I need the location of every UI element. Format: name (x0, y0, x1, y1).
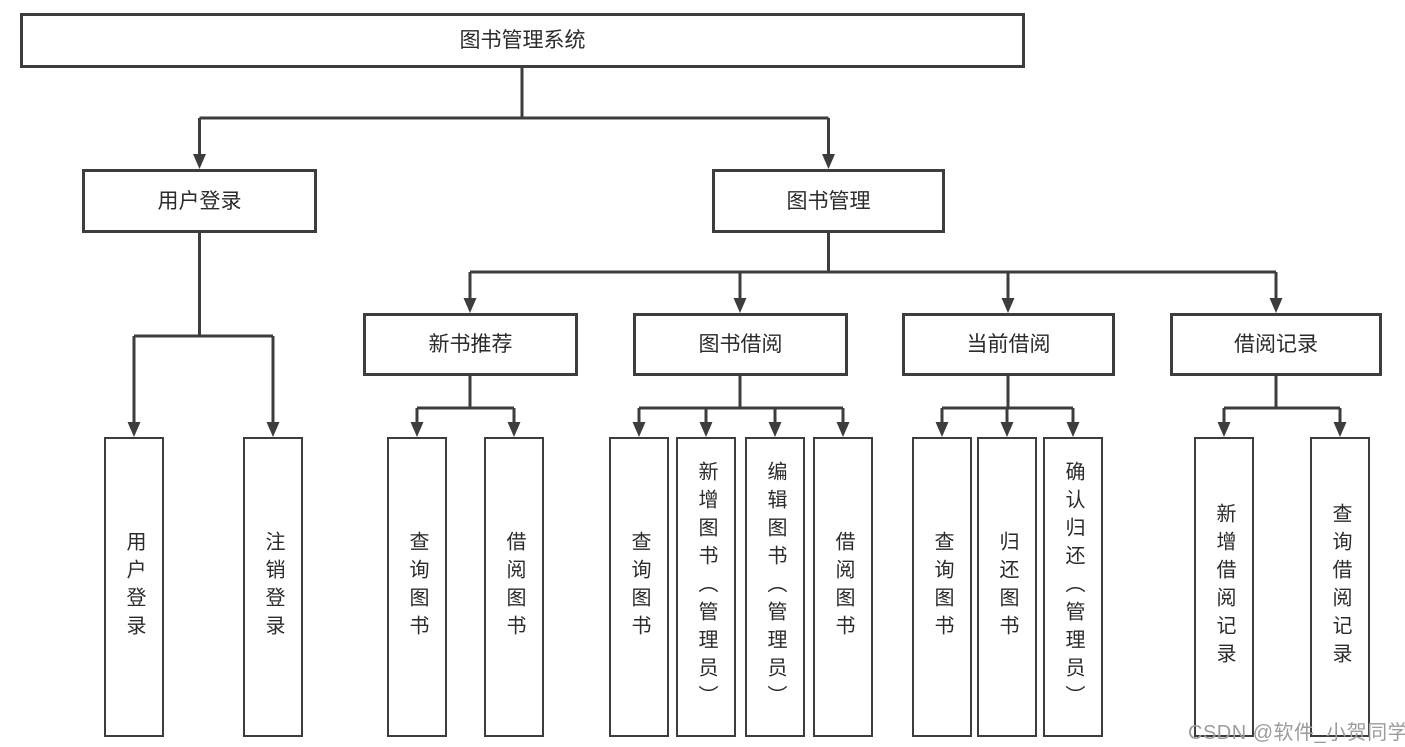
leaf-br-add-record-label: 新增借阅记录 (1213, 503, 1235, 671)
connector-book-borrow-to-leaves (632, 376, 850, 437)
leaf-cb-query-book-label: 查询图书 (931, 531, 953, 643)
arrowhead (1001, 298, 1015, 313)
leaf-bb-add-book: 新增图书（管理员） (676, 437, 736, 737)
node-current-borrow-label: 当前借阅 (966, 333, 1051, 356)
node-book-borrow: 图书借阅 (633, 313, 848, 376)
leaf-br-query-record-label: 查询借阅记录 (1329, 503, 1351, 671)
arrowhead (127, 422, 141, 437)
arrowhead (193, 154, 206, 169)
arrowhead (1000, 422, 1014, 437)
arrowhead (1333, 422, 1347, 437)
arrowhead (410, 422, 424, 437)
leaf-bb-edit-book-label: 编辑图书（管理员） (764, 461, 786, 713)
node-root-label: 图书管理系统 (459, 29, 586, 52)
arrowhead (1217, 422, 1231, 437)
leaf-cb-return-book: 归还图书 (977, 437, 1037, 737)
node-book-borrow-label: 图书借阅 (698, 333, 783, 356)
arrowhead (822, 154, 835, 169)
leaf-bb-edit-book: 编辑图书（管理员） (745, 437, 805, 737)
leaf-cb-confirm-return: 确认归还（管理员） (1043, 437, 1103, 737)
leaf-bb-borrow-book-label: 借阅图书 (832, 531, 854, 643)
node-book-mgmt-label: 图书管理 (786, 189, 871, 213)
arrowhead (507, 422, 521, 437)
leaf-br-add-record: 新增借阅记录 (1194, 437, 1254, 737)
node-root: 图书管理系统 (20, 13, 1025, 68)
node-book-mgmt: 图书管理 (712, 169, 945, 233)
connector-borrow-record-to-leaves (1217, 376, 1347, 437)
leaf-user-login: 用户登录 (104, 437, 164, 737)
node-new-book-rec-label: 新书推荐 (428, 333, 513, 356)
leaf-bb-add-book-label: 新增图书（管理员） (695, 461, 717, 713)
arrowhead (266, 422, 280, 437)
leaf-user-login-label: 用户登录 (123, 531, 145, 643)
arrowhead (699, 422, 713, 437)
leaf-nb-query-book-label: 查询图书 (406, 531, 428, 643)
node-current-borrow: 当前借阅 (902, 313, 1115, 376)
node-user-login-label: 用户登录 (157, 189, 242, 213)
connector-new-book-to-leaves (410, 376, 521, 437)
connector-current-borrow-to-leaves (935, 376, 1080, 437)
watermark: CSDN @软件_小贺同学 (1188, 722, 1405, 744)
leaf-bb-query-book-label: 查询图书 (628, 531, 650, 643)
node-borrow-record-label: 借阅记录 (1234, 333, 1318, 356)
arrowhead (463, 298, 477, 313)
arrowhead (935, 422, 949, 437)
connector-root-to-level2 (193, 68, 835, 169)
leaf-bb-query-book: 查询图书 (609, 437, 669, 737)
connector-user-login-to-leaves (127, 233, 280, 437)
leaf-nb-query-book: 查询图书 (387, 437, 447, 737)
leaf-bb-borrow-book: 借阅图书 (813, 437, 873, 737)
leaf-br-query-record: 查询借阅记录 (1310, 437, 1370, 737)
arrowhead (768, 422, 782, 437)
node-user-login: 用户登录 (82, 169, 317, 233)
arrowhead (632, 422, 646, 437)
arrowhead (733, 298, 747, 313)
leaf-cb-confirm-return-label: 确认归还（管理员） (1062, 461, 1084, 713)
arrowhead (1269, 298, 1283, 313)
node-new-book-rec: 新书推荐 (363, 313, 578, 376)
leaf-cb-return-book-label: 归还图书 (996, 531, 1018, 643)
leaf-nb-borrow-book-label: 借阅图书 (503, 531, 525, 643)
leaf-nb-borrow-book: 借阅图书 (484, 437, 544, 737)
leaf-logout: 注销登录 (243, 437, 303, 737)
node-borrow-record: 借阅记录 (1170, 313, 1382, 376)
connector-book-mgmt-to-level3 (463, 233, 1283, 313)
arrowhead (1066, 422, 1080, 437)
leaf-cb-query-book: 查询图书 (912, 437, 972, 737)
leaf-logout-label: 注销登录 (262, 531, 284, 643)
arrowhead (836, 422, 850, 437)
